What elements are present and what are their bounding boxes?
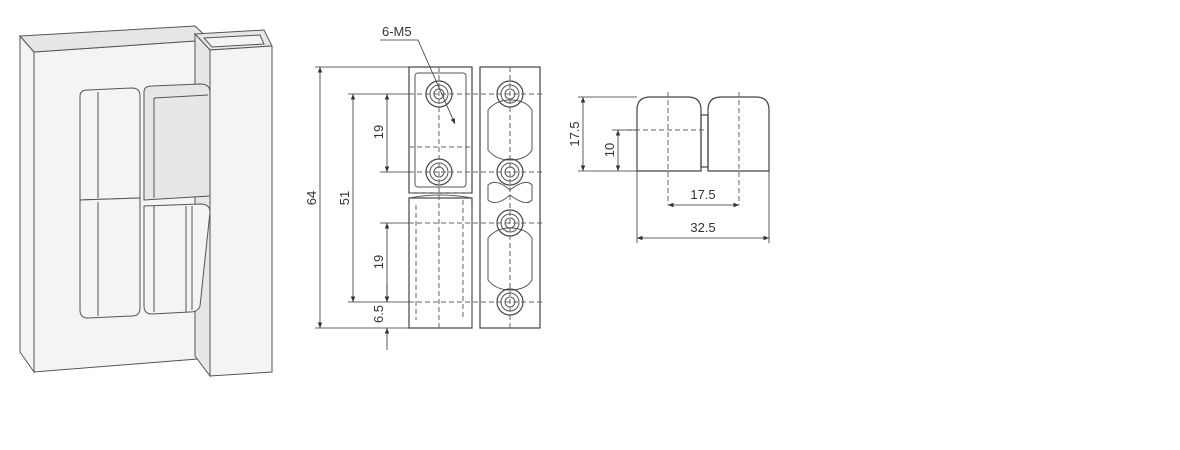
thread-callout: 6-M5 xyxy=(382,24,412,39)
dim-label-overall-width: 32.5 xyxy=(690,220,715,235)
hinge-lower-knuckle xyxy=(143,203,211,315)
dim-label-pitch-upper: 19 xyxy=(371,125,386,139)
front-view: 64 51 19 19 6.5 6-M5 xyxy=(304,24,545,350)
dim-label-pitch-lower: 19 xyxy=(371,255,386,269)
dim-label-knuckle-inner: 10 xyxy=(602,143,617,157)
hinge-upper-knuckle xyxy=(143,83,211,201)
hinge-upper-left-leaf xyxy=(79,87,141,201)
dim-label-height-total: 64 xyxy=(304,191,319,205)
mounting-plate xyxy=(19,34,35,374)
dim-label-knuckle-pitch: 17.5 xyxy=(690,187,715,202)
side-left-knuckle xyxy=(636,96,702,172)
dim-label-hole-span: 51 xyxy=(337,191,352,205)
front-upper-leaf xyxy=(408,66,473,194)
square-tube-opening xyxy=(202,34,265,48)
side-view: 17.5 10 17.5 32.5 xyxy=(567,92,770,243)
dim-label-bottom-offset: 6.5 xyxy=(371,305,386,323)
isometric-view xyxy=(18,25,273,378)
square-tube-front xyxy=(209,45,273,377)
dim-label-knuckle-height: 17.5 xyxy=(567,121,582,146)
hinge-lower-left-leaf xyxy=(79,197,141,319)
side-right-knuckle xyxy=(707,96,770,172)
